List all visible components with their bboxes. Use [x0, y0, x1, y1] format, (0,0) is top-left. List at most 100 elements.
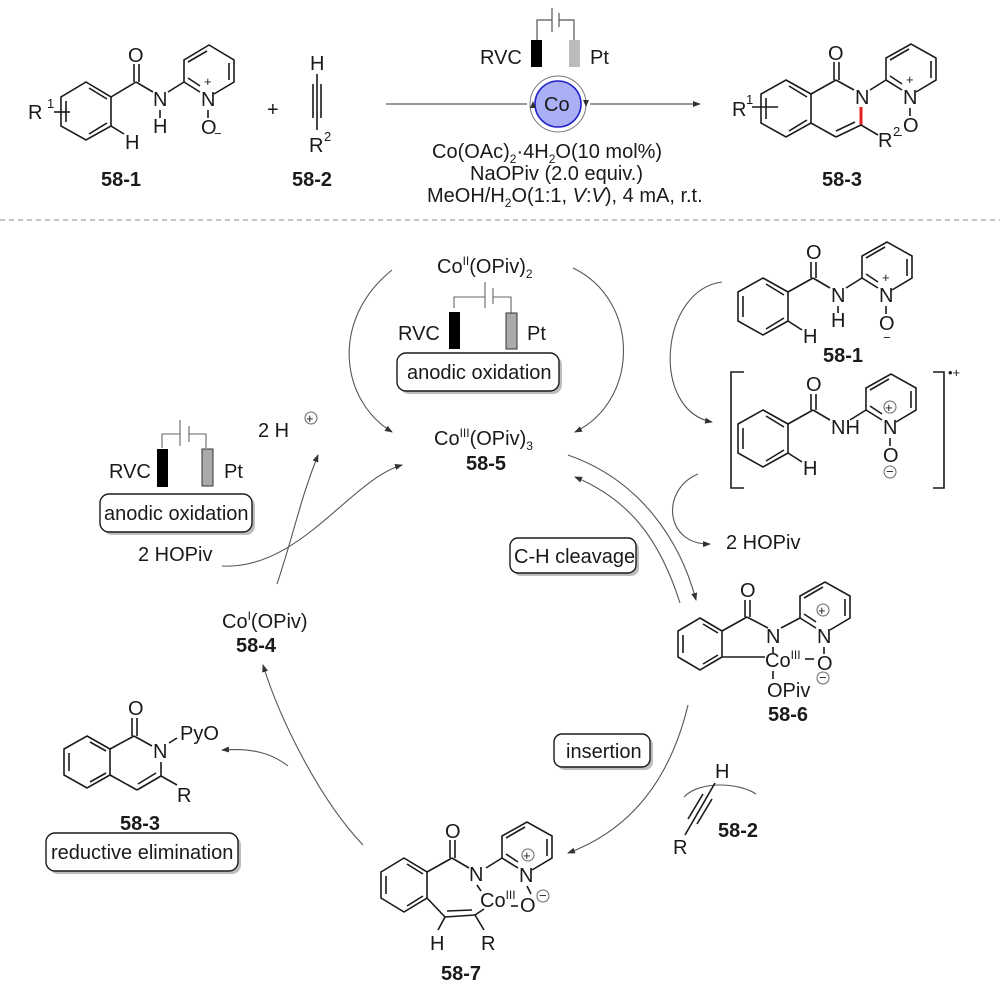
atom-o-minus: O — [883, 445, 899, 467]
radical-cation-intermediate: •+ H O NH N + O − — [730, 365, 960, 489]
compound-label-58-2: 58-2 — [292, 169, 332, 191]
compound-label-58-2: 58-2 — [718, 820, 758, 842]
charge-minus: − — [214, 126, 222, 141]
reaction-arrow: RVC Pt Co — [386, 8, 701, 133]
compound-label-58-6: 58-6 — [768, 704, 808, 726]
compound-label-58-4: 58-4 — [236, 635, 277, 657]
atom-n: N — [766, 626, 780, 648]
reactant-58-2: H R 2 58-2 — [292, 53, 332, 191]
co-iii-center: CoIII — [765, 648, 801, 672]
intermediate-58-7: O N CoIII H R N + O − 58-7 — [380, 821, 553, 985]
atom-n: N — [153, 89, 167, 111]
atom-h: H — [125, 132, 139, 154]
condition-line-2: NaOPiv (2.0 equiv.) — [470, 163, 643, 185]
opiv-ligand: OPiv — [767, 680, 810, 702]
alkyne-58-2: H R 58-2 — [673, 761, 758, 859]
anode-label: RVC — [109, 461, 151, 483]
step-box-insertion — [553, 733, 651, 768]
condition-line-1: Co(OAc)2·4H2O(10 mol%) — [432, 141, 662, 166]
step-box-ch-cleavage — [509, 537, 637, 574]
step-label: insertion — [566, 741, 642, 763]
atom-o-minus: O — [817, 653, 833, 675]
atom-h: H — [715, 761, 729, 783]
step-box-anodic-oxidation-center — [396, 352, 560, 392]
cathode-label: Pt — [590, 47, 609, 69]
atom-r: R — [481, 933, 495, 955]
proton-release: 2 H — [258, 420, 289, 442]
atom-h: H — [803, 458, 817, 480]
hopiv-reagent-left: 2 HOPiv — [138, 544, 212, 566]
charge-plus: + — [306, 411, 314, 426]
cathode-label: Pt — [224, 461, 243, 483]
atom-o-minus: O — [879, 313, 895, 335]
r2-sup: 2 — [324, 129, 331, 144]
r2-label: R — [309, 135, 323, 157]
r1-label: R — [732, 99, 746, 121]
atom-h: H — [430, 933, 444, 955]
step-box-reductive-elimination — [45, 832, 239, 872]
r1-label: R — [28, 102, 42, 124]
electrochemical-cell-icon: RVC Pt — [480, 8, 609, 69]
charge-minus: − — [886, 464, 894, 479]
atom-r: R — [177, 785, 191, 807]
atom-n: N — [153, 741, 167, 763]
r2-sup: 2 — [893, 124, 900, 139]
atom-n: N — [831, 285, 845, 307]
atom-o-minus: O — [903, 115, 919, 137]
catalyst-badge-text: Co — [544, 94, 570, 116]
co-iii-center: CoIII — [480, 888, 516, 912]
atom-o: O — [740, 580, 756, 602]
step-label: anodic oxidation — [407, 362, 552, 384]
product-58-3-cycle: O N PyO R 58-3 reductive elimination — [45, 698, 241, 874]
r1-sup: 1 — [47, 96, 54, 111]
charge-plus: + — [882, 270, 890, 285]
charge-minus: − — [539, 888, 547, 903]
plus-sign: + — [267, 99, 279, 121]
anode-label: RVC — [398, 323, 440, 345]
anode-label: RVC — [480, 47, 522, 69]
charge-plus: + — [523, 848, 531, 863]
electrochemical-cell-left: RVC Pt anodic oxidation — [99, 420, 255, 535]
atom-o: O — [128, 45, 144, 67]
charge-minus: − — [819, 670, 827, 685]
compound-label-58-3: 58-3 — [120, 813, 160, 835]
electrochemical-cell-center: RVC Pt anodic oxidation — [396, 282, 562, 394]
atom-n: N — [855, 87, 869, 109]
radical-cation-charge: •+ — [948, 365, 960, 380]
atom-o-minus: O — [520, 895, 536, 917]
compound-label-58-3: 58-3 — [822, 169, 862, 191]
charge-plus: + — [885, 400, 893, 415]
atom-o: O — [445, 821, 461, 843]
atom-o: O — [806, 242, 822, 264]
atom-n-plus: N — [201, 89, 215, 111]
compound-label-58-5: 58-5 — [466, 453, 506, 475]
atom-n: N — [883, 417, 897, 439]
r1-sup: 1 — [746, 92, 753, 107]
charge-minus: − — [883, 330, 891, 345]
step-label: anodic oxidation — [104, 503, 249, 525]
atom-o: O — [806, 374, 822, 396]
atom-n-plus: N — [903, 87, 917, 109]
atom-h: H — [831, 310, 845, 332]
atom-o: O — [828, 43, 844, 65]
pyo-group: PyO — [180, 723, 219, 745]
step-box-anodic-oxidation-left — [99, 493, 253, 533]
co-ii-species: CoII(OPiv)2 — [437, 254, 533, 281]
atom-n-plus: N — [817, 626, 831, 648]
reactant-58-1: R 1 H O N H N + O − 58-1 — [28, 44, 235, 191]
step-label: C-H cleavage — [514, 546, 635, 568]
proton-charge-icon — [304, 411, 318, 425]
cathode-label: Pt — [527, 323, 546, 345]
atom-h: H — [153, 116, 167, 138]
charge-plus: + — [906, 72, 914, 87]
product-58-3-top: R 1 O N R 2 N + O − 58-3 — [732, 43, 937, 191]
atom-n-plus: N — [519, 865, 533, 887]
compound-label-58-1: 58-1 — [101, 169, 141, 191]
reaction-conditions: Co(OAc)2·4H2O(10 mol%) NaOPiv (2.0 equiv… — [427, 141, 703, 210]
co-iii-species: CoIII(OPiv)3 — [434, 426, 533, 453]
cobalt-catalyst-badge — [534, 80, 582, 128]
atom-n-plus: N — [879, 285, 893, 307]
charge-plus: + — [204, 74, 212, 89]
r2-label: R — [878, 130, 892, 152]
